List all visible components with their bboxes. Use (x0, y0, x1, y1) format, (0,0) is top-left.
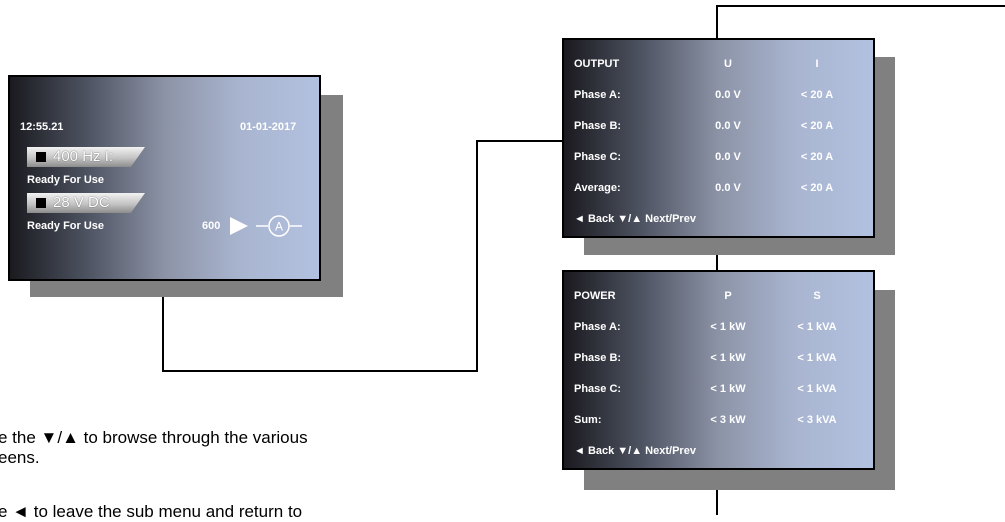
output-col-u: U (724, 58, 732, 70)
output-row-i: < 20 A (800, 89, 834, 101)
wire-bottom-horizontal (162, 370, 478, 372)
ammeter-icon: A (256, 215, 302, 237)
power-screen: POWER P S Phase A: < 1 kW < 1 kVA Phase … (562, 270, 875, 470)
date: 01-01-2017 (240, 121, 297, 133)
mode-400hz-indicator-icon (36, 152, 46, 162)
instruction-line-1: e the ▼/▲ to browse through the various (0, 428, 308, 447)
instruction-line-2: eens. (0, 448, 40, 467)
output-col-i: I (815, 58, 819, 70)
power-row-p: < 1 kW (710, 383, 746, 395)
mode-400hz-button[interactable]: 400 Hz I: (27, 147, 145, 167)
value-readout: 600 (202, 220, 221, 232)
power-row-s: < 1 kVA (797, 321, 837, 333)
power-row-s: < 1 kVA (797, 383, 837, 395)
wire-power-down (716, 470, 718, 515)
output-row-i: < 20 A (800, 151, 834, 163)
power-row-label: Phase B: (574, 352, 622, 364)
power-row-s: < 3 kVA (797, 414, 837, 426)
output-row-u: 0.0 V (715, 182, 741, 194)
main-screen: 12:55.21 01-01-2017 400 Hz I: Ready For … (8, 75, 321, 281)
output-row-label: Phase C: (574, 151, 622, 163)
wire-to-output (476, 140, 562, 142)
power-row-p: < 1 kW (710, 352, 746, 364)
output-title: OUTPUT (574, 58, 620, 70)
wire-up-vertical (476, 140, 478, 372)
power-title: POWER (574, 290, 616, 302)
wire-top-horizontal (716, 5, 1005, 7)
wire-top-vertical (716, 5, 718, 38)
mode-28vdc-status: Ready For Use (27, 220, 105, 232)
clock-time: 12:55.21 (20, 121, 64, 133)
power-row-p: < 1 kW (710, 321, 746, 333)
mode-28vdc-button[interactable]: 28 V DC (27, 193, 145, 213)
output-row-u: 0.0 V (715, 89, 741, 101)
ammeter-glyph: A (275, 220, 283, 234)
mode-28vdc-label: 28 V DC (53, 194, 110, 211)
output-nav-hint[interactable]: ◄ Back ▼/▲ Next/Prev (574, 213, 696, 225)
power-row-label: Phase A: (574, 321, 621, 333)
instruction-line-3: e ◄ to leave the sub menu and return to (0, 502, 303, 521)
power-row-p: < 3 kW (710, 414, 746, 426)
output-row-label: Phase B: (574, 120, 622, 132)
power-row-label: Phase C: (574, 383, 622, 395)
output-row-label: Average: (574, 182, 621, 194)
output-row-i: < 20 A (800, 182, 834, 194)
wire-main-down (162, 290, 164, 372)
output-row-u: 0.0 V (715, 151, 741, 163)
power-col-s: S (813, 290, 821, 302)
play-triangle-icon[interactable] (228, 215, 250, 237)
output-row-u: 0.0 V (715, 120, 741, 132)
output-row-label: Phase A: (574, 89, 621, 101)
power-row-label: Sum: (574, 414, 602, 426)
mode-400hz-status: Ready For Use (27, 174, 105, 186)
power-row-s: < 1 kVA (797, 352, 837, 364)
mode-400hz-label: 400 Hz I: (53, 148, 114, 165)
mode-28vdc-indicator-icon (36, 198, 46, 208)
output-row-i: < 20 A (800, 120, 834, 132)
power-nav-hint[interactable]: ◄ Back ▼/▲ Next/Prev (574, 445, 696, 457)
output-screen: OUTPUT U I Phase A: 0.0 V < 20 A Phase B… (562, 38, 875, 238)
power-col-p: P (724, 290, 732, 302)
